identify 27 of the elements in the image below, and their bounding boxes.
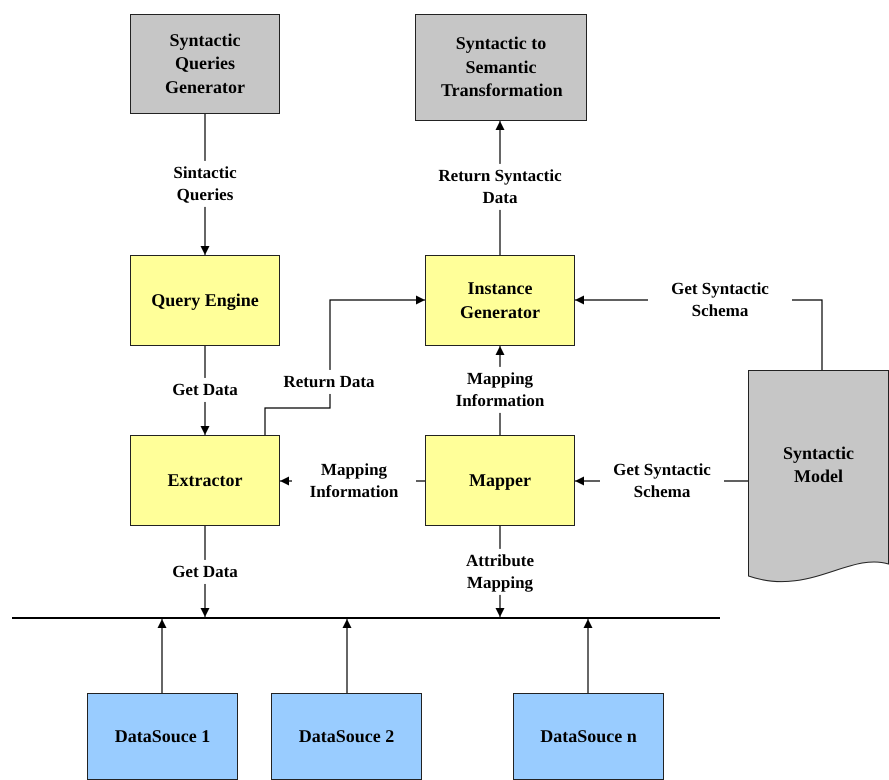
- process-box: [87, 693, 238, 780]
- process-box: [130, 435, 280, 526]
- process-box: [130, 255, 280, 346]
- process-box: [513, 693, 664, 780]
- node-label: DataSouce n: [539, 724, 638, 748]
- arrow: [584, 619, 592, 693]
- process-box: [425, 435, 575, 526]
- bus-line: [12, 617, 720, 619]
- node-label: Syntactic Model: [782, 442, 855, 488]
- arrow: [264, 296, 425, 435]
- process-box: [130, 14, 280, 114]
- arrow: [158, 619, 166, 693]
- process-box: [425, 255, 575, 346]
- node-label: Extractor: [166, 468, 244, 492]
- node-label: Query Engine: [150, 288, 260, 312]
- process-box: [271, 693, 422, 780]
- edge-label: Get Data: [170, 378, 240, 402]
- node-label: Instance Generator: [459, 277, 541, 324]
- arrow: [342, 619, 352, 693]
- node-label: Syntactic to Semantic Transformation: [440, 32, 564, 102]
- node-label: DataSouce 2: [298, 724, 396, 748]
- node-label: Mapper: [468, 468, 532, 492]
- node-label: Syntactic Queries Generator: [164, 28, 246, 99]
- process-box: [415, 14, 587, 121]
- node-label: DataSouce 1: [114, 724, 212, 748]
- edge-label: Return Data: [281, 370, 377, 394]
- edge-label: Get Data: [170, 560, 240, 584]
